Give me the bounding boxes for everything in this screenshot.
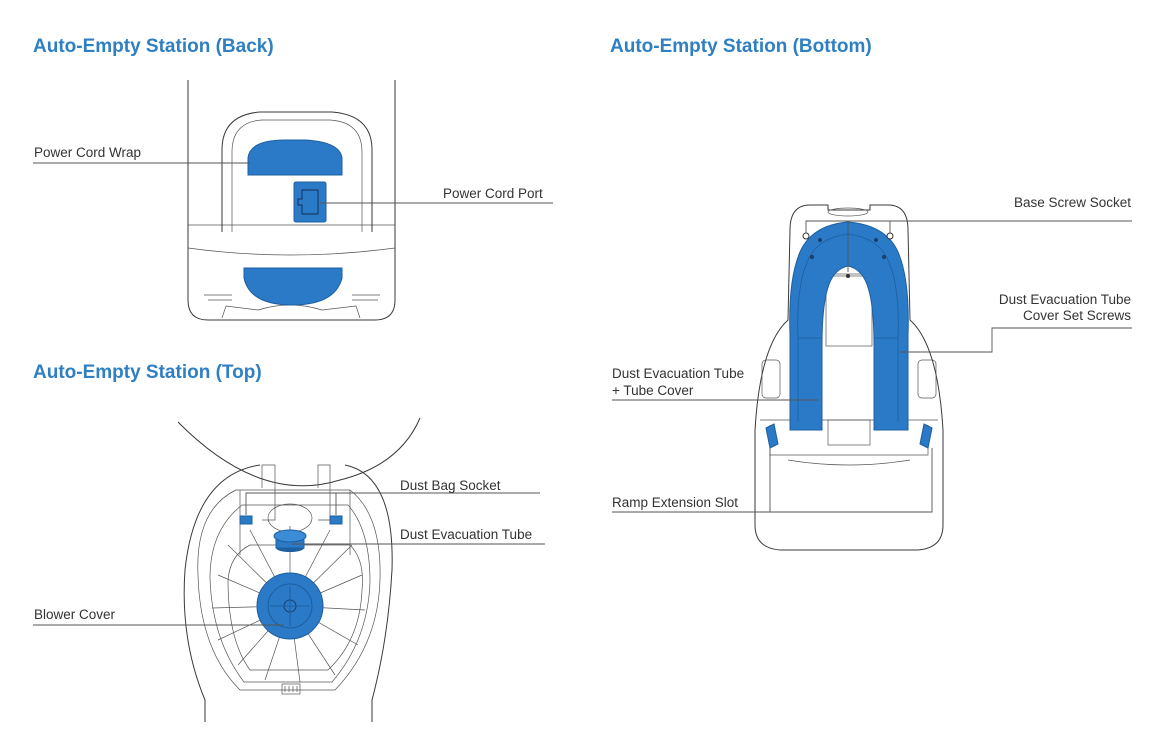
tube-cover-set-screws: [810, 238, 886, 259]
label-base-screw-socket: Base Screw Socket: [1013, 195, 1131, 210]
back-view-title: Auto-Empty Station (Back): [33, 36, 274, 57]
label-tube-and-cover-line1: Dust Evacuation Tube: [612, 366, 745, 381]
label-dust-evacuation-tube: Dust Evacuation Tube: [400, 527, 533, 542]
leader-base-screw-socket: [805, 220, 1132, 272]
leader-ramp-extension-slot: [612, 448, 933, 513]
label-blower-cover: Blower Cover: [34, 607, 116, 622]
blower-cover: [256, 572, 324, 640]
dust-evacuation-tube-top: [273, 529, 307, 552]
leader-tube-cover-set-screws: [900, 327, 1132, 353]
power-cord-wrap-bottom: [243, 267, 343, 306]
top-view-title: Auto-Empty Station (Top): [33, 362, 262, 383]
power-cord-port: [293, 181, 327, 223]
label-tube-cover-screws-line1: Dust Evacuation Tube: [998, 292, 1131, 307]
top-station-body: [177, 417, 421, 722]
dust-bag-socket: [239, 515, 343, 525]
label-ramp-extension-slot: Ramp Extension Slot: [612, 495, 739, 510]
back-station-body: [187, 80, 396, 321]
bottom-view-title: Auto-Empty Station (Bottom): [610, 36, 872, 57]
label-power-cord-wrap: Power Cord Wrap: [34, 145, 142, 160]
leader-dust-bag-socket: [245, 492, 540, 515]
label-tube-and-cover-line2: + Tube Cover: [612, 383, 694, 398]
label-tube-cover-screws-line2: Cover Set Screws: [1022, 308, 1131, 323]
ramp-extension-slot: [765, 423, 933, 449]
label-dust-bag-socket: Dust Bag Socket: [400, 478, 501, 493]
dust-evacuation-tube-cover: [789, 221, 909, 431]
power-cord-wrap-top: [247, 139, 343, 176]
label-power-cord-port: Power Cord Port: [443, 186, 543, 201]
